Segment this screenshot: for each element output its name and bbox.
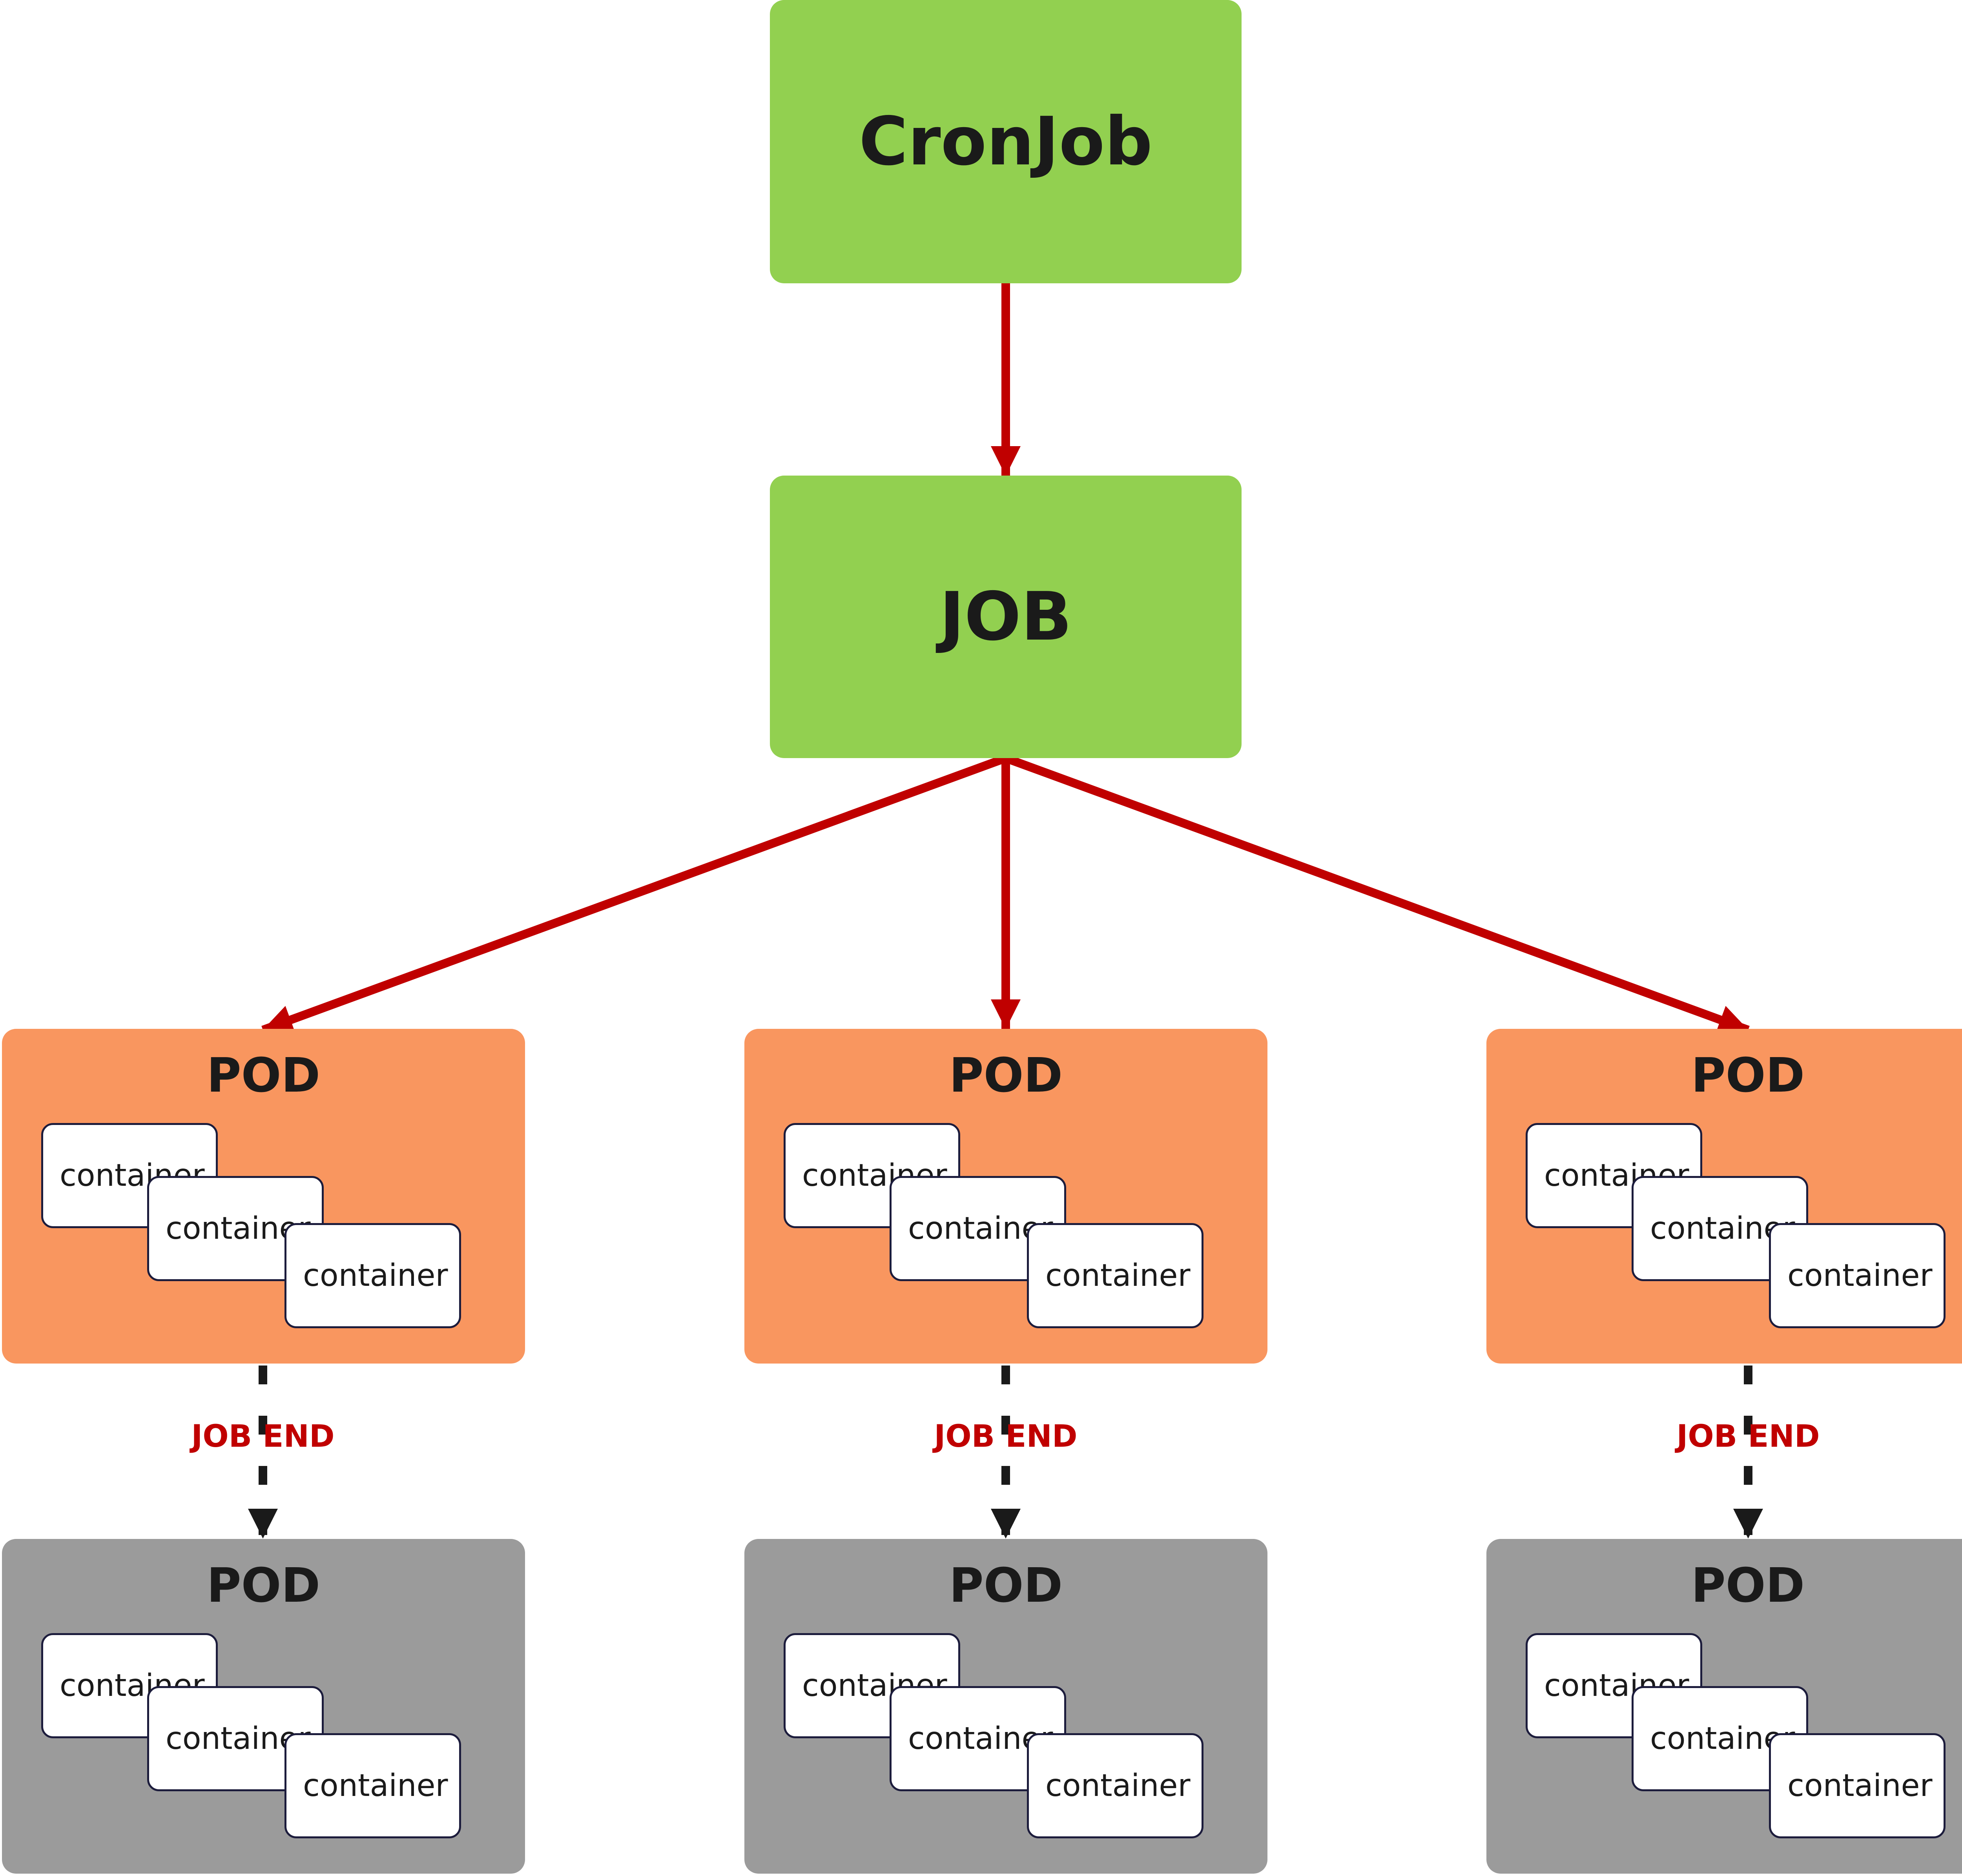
pod-title: POD bbox=[1691, 1559, 1805, 1613]
active-pod-3: POD container container container bbox=[1486, 1029, 1962, 1364]
finished-pod-3: POD container container container bbox=[1486, 1539, 1962, 1874]
active-pod-1: POD container container container bbox=[2, 1029, 525, 1364]
cronjob-label: CronJob bbox=[859, 103, 1153, 180]
container-card: container bbox=[1027, 1223, 1203, 1328]
container-card: container bbox=[1526, 1633, 1702, 1738]
pod-title: POD bbox=[1691, 1048, 1805, 1103]
job-label: JOB bbox=[939, 578, 1072, 656]
pod-title: POD bbox=[949, 1559, 1063, 1613]
container-card: container bbox=[284, 1223, 461, 1328]
finished-pod-1: POD container container container bbox=[2, 1539, 525, 1874]
arrow-job-to-pod-1 bbox=[261, 754, 1007, 1034]
pod-title: POD bbox=[206, 1559, 321, 1613]
job-end-label-1: JOB END bbox=[191, 1419, 335, 1454]
finished-pod-2: POD container container container bbox=[744, 1539, 1267, 1874]
job-end-label-3: JOB END bbox=[1676, 1419, 1820, 1454]
container-card: container bbox=[1769, 1733, 1946, 1838]
pod-title: POD bbox=[206, 1048, 321, 1103]
cronjob-box: CronJob bbox=[770, 0, 1242, 283]
container-card: container bbox=[1769, 1223, 1946, 1328]
arrow-job-to-pod-3 bbox=[1004, 754, 1750, 1034]
active-pod-2: POD container container container bbox=[744, 1029, 1267, 1364]
container-card: container bbox=[1027, 1733, 1203, 1838]
job-box: JOB bbox=[770, 476, 1242, 758]
pod-title: POD bbox=[949, 1048, 1063, 1103]
container-card: container bbox=[284, 1733, 461, 1838]
job-end-label-2: JOB END bbox=[934, 1419, 1078, 1454]
